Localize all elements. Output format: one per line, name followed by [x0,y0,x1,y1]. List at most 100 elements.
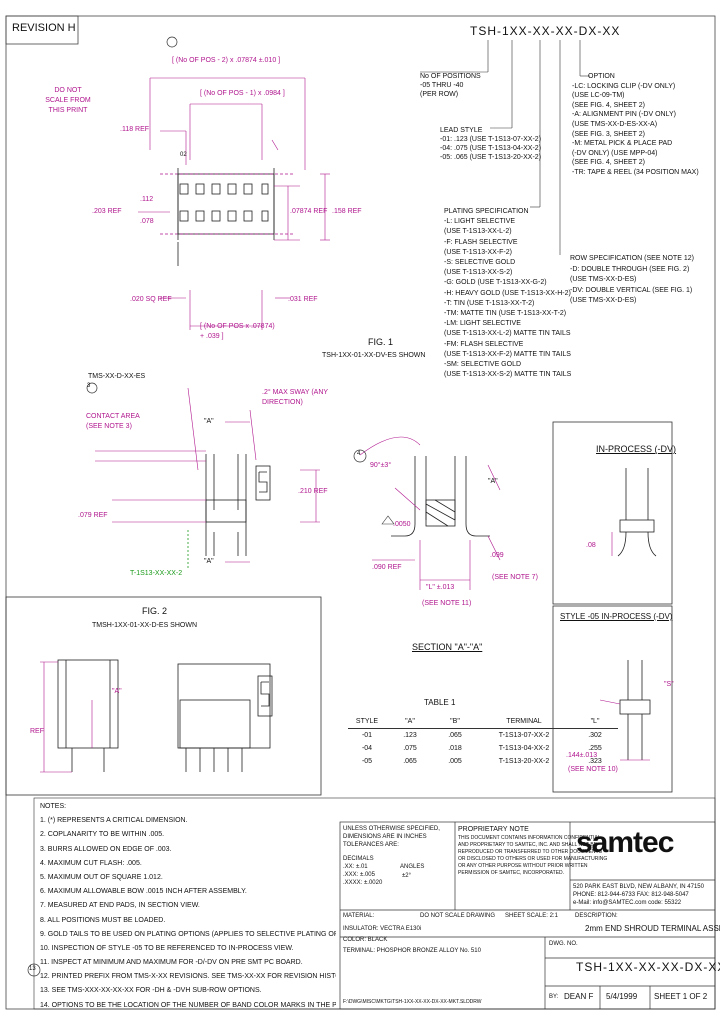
sheet-scale: SHEET SCALE: 2:1 [505,913,558,919]
scale-note: DO NOT SCALE FROM THIS PRINT [38,86,98,116]
row-spec-line: (USE TMS-XX-D-ES) [570,276,637,283]
plating-line: -F: FLASH SELECTIVE [444,238,518,246]
plating-line: (USE T-1S13-XX-F-2) [444,248,512,256]
option-line: -LC: LOCKING CLIP (-DV ONLY) [572,82,676,90]
plating-title: PLATING SPECIFICATION [444,208,529,215]
note-item: 4. MAXIMUM CUT FLASH: .005. [40,859,142,867]
decimals-line: .XXXX: ±.0020 [343,880,383,886]
option-block: OPTION -LC: LOCKING CLIP (-DV ONLY) (USE… [572,72,699,178]
table-cell: .255 [588,745,602,752]
table-cell: .065 [403,758,417,765]
sheet-value: SHEET 1 OF 2 [654,992,708,1001]
note-item: 14. OPTIONS TO BE THE LOCATION OF THE NU… [40,1001,336,1009]
row-spec-line: -DV: DOUBLE VERTICAL (SEE FIG. 1) [570,286,693,294]
plating-line: (USE T-1S13-XX-L-2) [444,228,512,236]
dim-158: .158 REF [332,208,362,215]
notes-title: NOTES: [40,803,67,810]
tms-label: TMS-XX-D-XX-ES [88,373,146,380]
contact-area-note: CONTACT AREA (SEE NOTE 3) [86,412,140,432]
plating-line: (USE T-1S13-XX-S-2) MATTE TIN TAILS [444,371,572,379]
note-item: 10. INSPECTION OF STYLE -05 TO BE REFERE… [40,944,294,952]
plating-line: -TM: MATTE TIN (USE T-1S13-XX-T-2) [444,310,567,318]
positions-line: No OF POSITIONS [420,73,481,80]
positions-line: (PER ROW) [420,91,459,98]
angles-value: ±2° [402,873,412,879]
see-note-10: (SEE NOTE 10) [568,766,618,773]
row-spec-line: -D: DOUBLE THROUGH (SEE FIG. 2) [570,265,690,273]
tolerance-line: DIMENSIONS ARE IN INCHES [343,834,427,840]
revision-label: REVISION H [12,22,76,34]
option-title: OPTION [588,73,615,80]
dim-pos-bottom: [ (No OF POS x .07874) + .039 ] [200,323,275,340]
dim-112: .112 [140,196,154,203]
dim-099: .099 [490,552,504,559]
description-value: 2mm END SHROUD TERMINAL ASSEMBLY [585,924,720,933]
dim-pos-minus-1: [ (No OF POS - 1) x .0984 ] [200,90,285,97]
proprietary-line: THIS DOCUMENT CONTAINS INFORMATION CONFI… [458,835,601,841]
scale-note-line: THIS PRINT [48,107,88,114]
plating-line: -LM: LIGHT SELECTIVE [444,320,521,328]
proprietary-block: PROPRIETARY NOTE THIS DOCUMENT CONTAINS … [458,825,607,877]
option-line: (SEE FIG. 4, SHEET 2) [572,159,646,167]
table-cell: .018 [448,745,462,752]
tolerance-block: UNLESS OTHERWISE SPECIFIED, DIMENSIONS A… [343,825,440,887]
tolerance-line: UNLESS OTHERWISE SPECIFIED, [343,826,440,832]
scale-note-line: SCALE FROM [45,97,91,104]
table-row: -01 .123 .065 T-1S13-07-XX-2 .302 [348,729,618,743]
note-item: 6. MAXIMUM ALLOWABLE BOW .0015 INCH AFTE… [40,888,247,896]
dwg-label: DWG. NO. [549,941,578,947]
plating-line: (USE T-1S13-XX-F-2) MATTE TIN TAILS [444,350,571,358]
table-cell: .005 [448,758,462,765]
fig2-subtitle: TMSH-1XX-01-XX-D-ES SHOWN [92,622,198,629]
scale-note-line: DO NOT [54,87,82,94]
option-line: -M: METAL PICK & PLACE PAD [572,140,673,148]
table-cell: .123 [403,732,417,739]
fig1-a-bottom: "A" [204,558,214,565]
decimals-label: DECIMALS [343,856,374,862]
plating-line: -T: TIN (USE T-1S13-XX-T-2) [444,299,535,307]
material-block: INSULATOR: VECTRA E130i COLOR: BLACK TER… [343,924,481,957]
note-item: 12. PRINTED PREFIX FROM TMS-X-XX REVISIO… [40,973,336,981]
table-cell: -04 [361,745,373,752]
note-item: 1. (*) REPRESENTS A CRITICAL DIMENSION. [40,817,188,825]
fig2-a-label: "A" [112,688,122,695]
contact-area-line: (SEE NOTE 3) [86,423,132,430]
contact-area-line: CONTACT AREA [86,413,140,420]
dim-08: .08 [586,542,596,549]
table-row: -04 .075 .018 T-1S13-04-XX-2 .255 [348,742,618,755]
dim-02: 02 [180,152,187,158]
table-cell: -01 [361,732,373,739]
note-item: 7. MEASURED AT END PADS, IN SECTION VIEW… [40,902,200,910]
table-cell: T-1S13-20-XX-2 [498,758,550,765]
dim-pos-minus-2: [ (No OF POS - 2) x .07874 ±.010 ] [172,57,281,64]
option-line: (-DV ONLY) (USE MPP-04) [572,149,658,157]
lead-style-block: LEAD STYLE -01: .123 (USE T-1S13-07-XX-2… [440,126,541,162]
file-path: F:\DWG\MISC\MKTG\TSH-1XX-XX-XX-DX-XX-MKT… [343,999,482,1005]
option-line: (SEE FIG. 4, SHEET 2) [572,101,646,109]
row-spec-line: (USE TMS-XX-D-ES) [570,297,637,304]
table-header-cell: TERMINAL [476,715,572,729]
by-value: DEAN F [564,992,594,1001]
dim-203: .203 REF [92,208,122,215]
table-header-row: STYLE "A" "B" TERMINAL "L" [348,715,618,729]
dim-090: .090 REF [372,564,402,571]
positions-block: No OF POSITIONS -05 THRU -40 (PER ROW) [420,72,481,99]
material-line: TERMINAL: PHOSPHOR BRONZE ALLOY No. 510 [343,948,481,954]
fig1-subtitle: TSH-1XX-01-XX-DV-ES SHOWN [322,352,426,359]
lead-style-line: -04: .075 (USE T-1S13-04-XX-2) [440,145,542,152]
plating-line: (USE T-1S13-XX-L-2) MATTE TIN TAILS [444,330,571,338]
material-line: COLOR: BLACK [343,937,388,943]
table-title: TABLE 1 [424,698,456,707]
notes-block: NOTES: 1. (*) REPRESENTS A CRITICAL DIME… [40,803,336,1016]
dwg-number: TSH-1XX-XX-XX-DX-XX [576,960,720,974]
see-note-7: (SEE NOTE 7) [492,574,538,581]
dim-L: "L" ±.013 [426,584,455,591]
lead-style-title: LEAD STYLE [440,127,483,134]
note-item: 2. COPLANARITY TO BE WITHIN .005. [40,831,165,839]
address-block: 520 PARK EAST BLVD, NEW ALBANY, IN 47150… [573,883,704,907]
address-line: 520 PARK EAST BLVD, NEW ALBANY, IN 47150 [573,884,704,890]
lead-style-line: -05: .065 (USE T-1S13-20-XX-2) [440,154,542,161]
note-item: 3. BURRS ALLOWED ON EDGE OF .003. [40,845,172,853]
dim-07874: .07874 REF [290,208,328,215]
